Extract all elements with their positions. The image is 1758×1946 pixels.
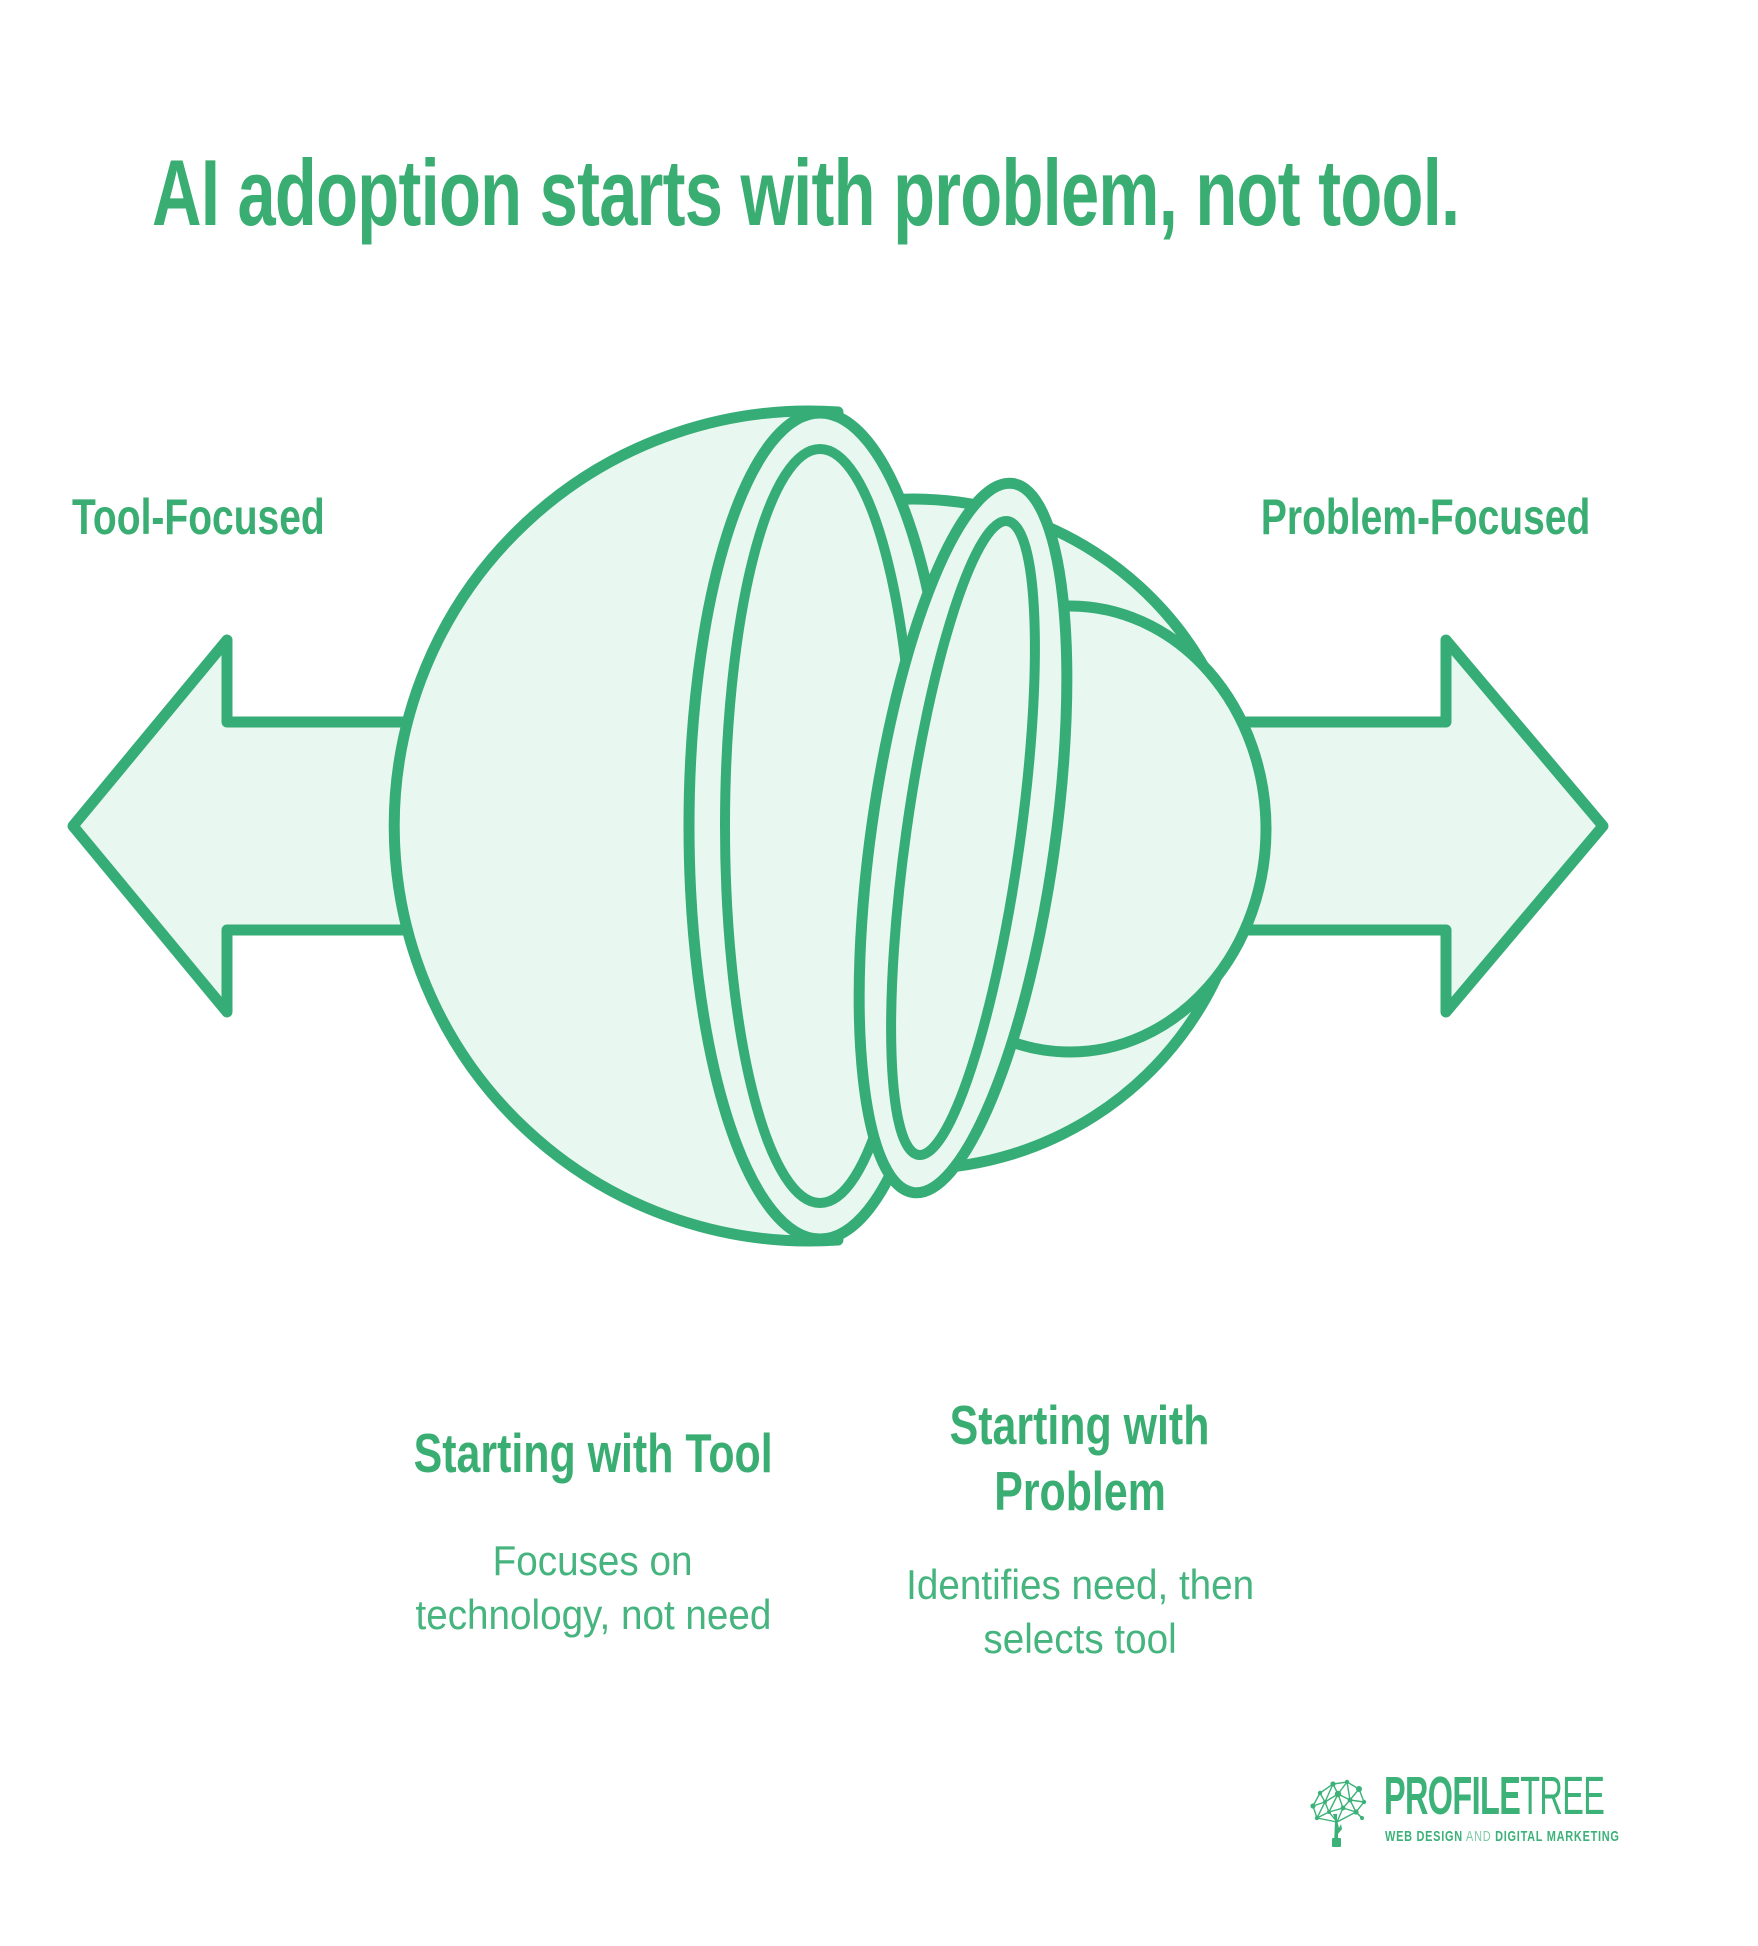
heading-text: Starting with Tool <box>413 1422 773 1484</box>
body-tool: Focuses on technology, not need <box>333 1534 853 1642</box>
shell-ring2-outer <box>853 477 1073 1199</box>
description-column-tool: Starting with Tool Focuses on technology… <box>333 1420 853 1642</box>
tagline-digital-marketing: DIGITAL MARKETING <box>1495 1828 1620 1845</box>
brand-tree: TREE <box>1520 1766 1605 1826</box>
page-title: AI adoption starts with problem, not too… <box>152 140 1460 245</box>
heading-starting-with-problem: Starting with Problem <box>820 1392 1340 1524</box>
brand-profile: PROFILE <box>1384 1766 1521 1826</box>
body-problem: Identifies need, then selects tool <box>820 1558 1340 1666</box>
label-problem-focused: Problem-Focused <box>1260 489 1590 545</box>
shell-ring2-inner <box>886 516 1040 1160</box>
body-line: selects tool <box>983 1615 1177 1662</box>
body-line: technology, not need <box>415 1591 771 1638</box>
body-line: Focuses on <box>493 1537 693 1584</box>
description-column-problem: Starting with Problem Identifies need, t… <box>820 1392 1340 1666</box>
heading-line: Starting with <box>950 1394 1210 1456</box>
network-tree-icon <box>1310 1779 1367 1847</box>
tagline-web-design: WEB DESIGN <box>1385 1828 1463 1845</box>
brand-name: PROFILETREE <box>1384 1766 1605 1826</box>
brand-tagline: WEB DESIGN AND DIGITAL MARKETING <box>1385 1829 1620 1844</box>
heading-line: Problem <box>994 1460 1166 1522</box>
heading-starting-with-tool: Starting with Tool <box>333 1420 853 1486</box>
body-line: Identifies need, then <box>905 1561 1255 1608</box>
outer-sphere-outline <box>388 405 844 1247</box>
tagline-and: AND <box>1466 1828 1492 1845</box>
profiletree-logo: PROFILETREE WEB DESIGN AND DIGITAL MARKE… <box>1305 1769 1635 1859</box>
shell-ring2 <box>853 477 1073 1199</box>
label-tool-focused: Tool-Focused <box>72 489 325 545</box>
